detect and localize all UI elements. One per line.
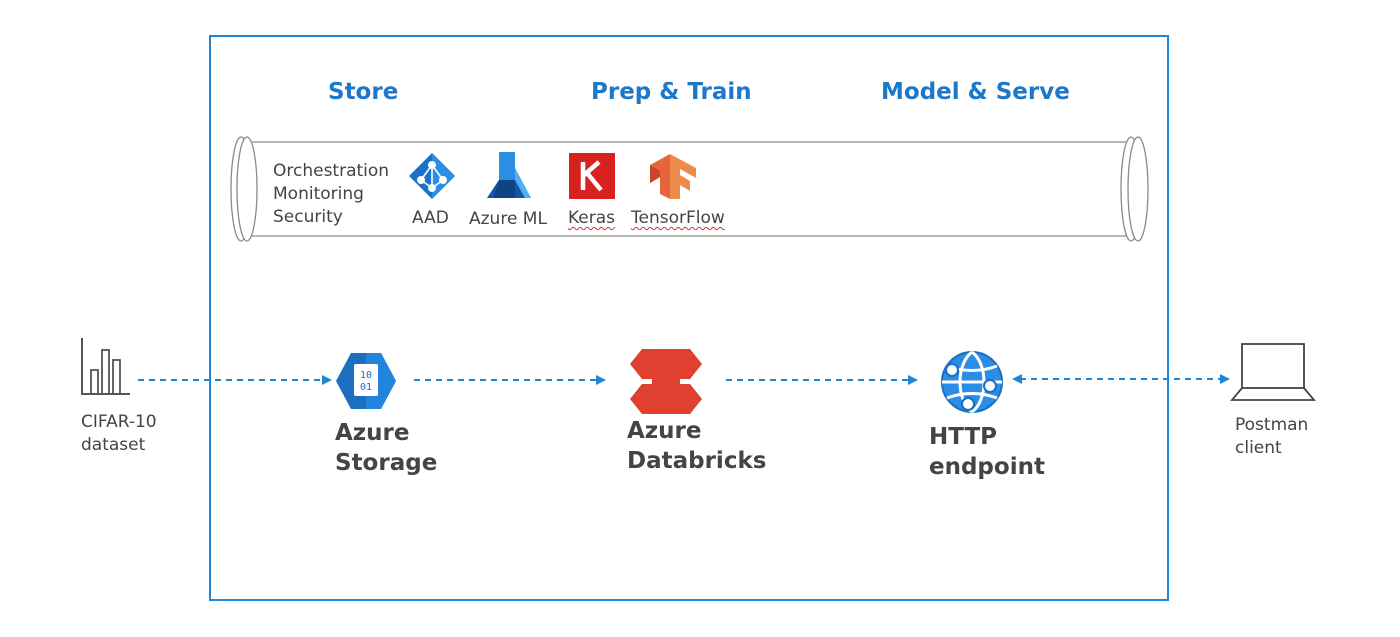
tool-label-aad: AAD [412,208,449,228]
pipe-graphic [230,136,1149,242]
tensorflow-icon [650,154,696,199]
endpoint-label: HTTP endpoint [929,422,1045,482]
endpoint-label-line1: HTTP [929,424,998,450]
capability-security: Security [273,207,343,227]
keras-icon [569,153,615,199]
dataset-label: CIFAR-10 dataset [81,411,157,457]
storage-icon-text-top: 10 [360,370,372,381]
tensorflow-text: TensorFlow [631,208,725,228]
tool-label-tensorflow: TensorFlow [631,208,725,228]
azure-storage-icon: 10 01 [336,353,396,409]
azure-ml-icon [487,152,531,198]
storage-label-line2: Storage [335,450,438,476]
client-label-line2: client [1235,438,1282,458]
laptop-icon [1230,343,1316,401]
endpoint-label-line2: endpoint [929,454,1045,480]
client-label-line1: Postman [1235,415,1309,435]
tool-label-keras: Keras [568,208,616,228]
storage-label: Azure Storage [335,418,437,478]
client-label: Postman client [1235,414,1308,460]
dataset-label-line2: dataset [81,435,146,455]
databricks-label-line1: Azure [627,418,702,444]
databricks-label-line2: Databricks [627,448,767,474]
tool-label-azure-ml: Azure ML [469,209,547,229]
globe-icon [941,350,1003,414]
databricks-label: Azure Databricks [627,416,766,476]
databricks-icon [630,349,702,414]
dataset-label-line1: CIFAR-10 [81,412,157,432]
stage-store: Store [328,79,399,105]
pipe-capabilities: Orchestration Monitoring Security [273,160,389,229]
pipeline-frame [209,35,1169,601]
capability-orchestration: Orchestration [273,161,390,181]
storage-icon-text-bottom: 01 [360,382,372,393]
aad-icon [409,153,455,199]
bar-chart-icon [81,338,130,395]
storage-label-line1: Azure [335,420,410,446]
stage-prep-train: Prep & Train [591,79,752,105]
capability-monitoring: Monitoring [273,184,364,204]
stage-model-serve: Model & Serve [881,79,1070,105]
